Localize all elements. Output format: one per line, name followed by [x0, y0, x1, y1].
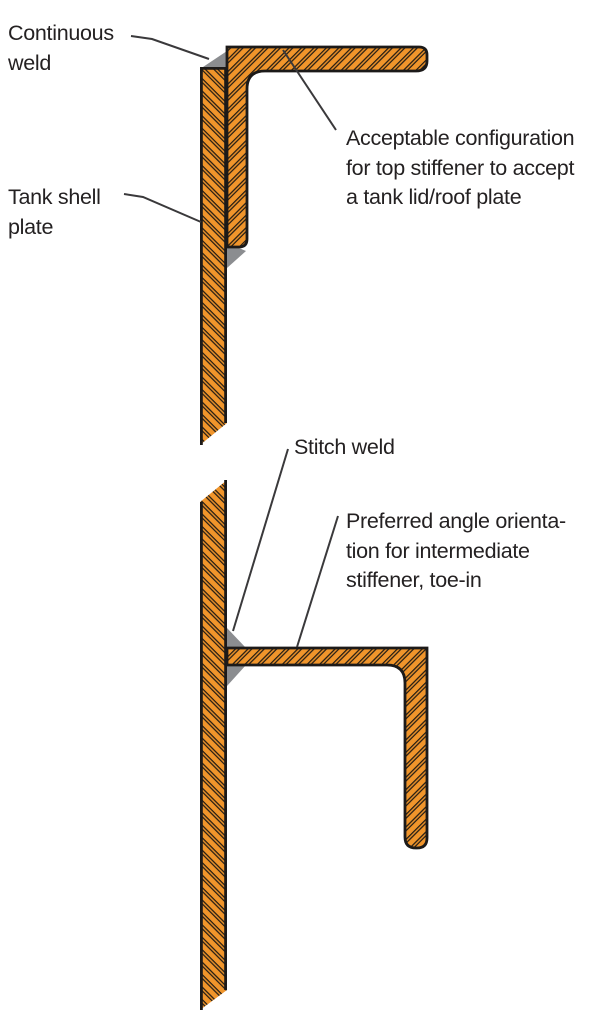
stitch-weld-fillet-lower — [227, 665, 246, 686]
label-line: tion for intermediate — [346, 538, 530, 563]
label-line: Preferred angle orienta- — [346, 509, 566, 533]
label-line: plate — [8, 214, 54, 239]
top-stiffener-angle — [225, 45, 429, 249]
label-acceptable-configuration: Acceptable configuration for top stiffen… — [346, 124, 575, 213]
label-line: for top stiffener to accept — [346, 155, 575, 180]
tank-shell-plate-lower — [200, 480, 227, 1010]
label-line: Acceptable configuration — [346, 126, 575, 150]
leader-continuous-weld — [130, 35, 210, 60]
label-line: stiffener, toe-in — [346, 568, 482, 592]
label-line: Tank shell — [8, 185, 101, 209]
label-tank-shell-plate: Tank shell plate — [8, 183, 101, 242]
label-stitch-weld: Stitch weld — [294, 433, 395, 463]
leader-stitch-weld — [232, 448, 289, 632]
label-line: Continuous — [8, 21, 114, 45]
top-stiffener-lower-weld-fillet — [227, 243, 246, 268]
label-line: weld — [8, 50, 52, 75]
label-line: a tank lid/roof plate — [346, 185, 522, 209]
intermediate-stiffener-angle — [225, 646, 429, 850]
continuous-weld-fillet — [203, 51, 227, 67]
leader-acceptable-configuration — [282, 49, 337, 131]
stitch-weld-fillet-upper — [227, 628, 246, 648]
leader-preferred-angle — [296, 515, 339, 648]
tank-shell-plate-upper — [200, 67, 227, 445]
leader-tank-shell-plate — [123, 193, 202, 223]
label-continuous-weld: Continuous weld — [8, 19, 114, 78]
label-line: Stitch weld — [294, 435, 395, 459]
label-preferred-angle: Preferred angle orienta- tion for interm… — [346, 507, 566, 596]
